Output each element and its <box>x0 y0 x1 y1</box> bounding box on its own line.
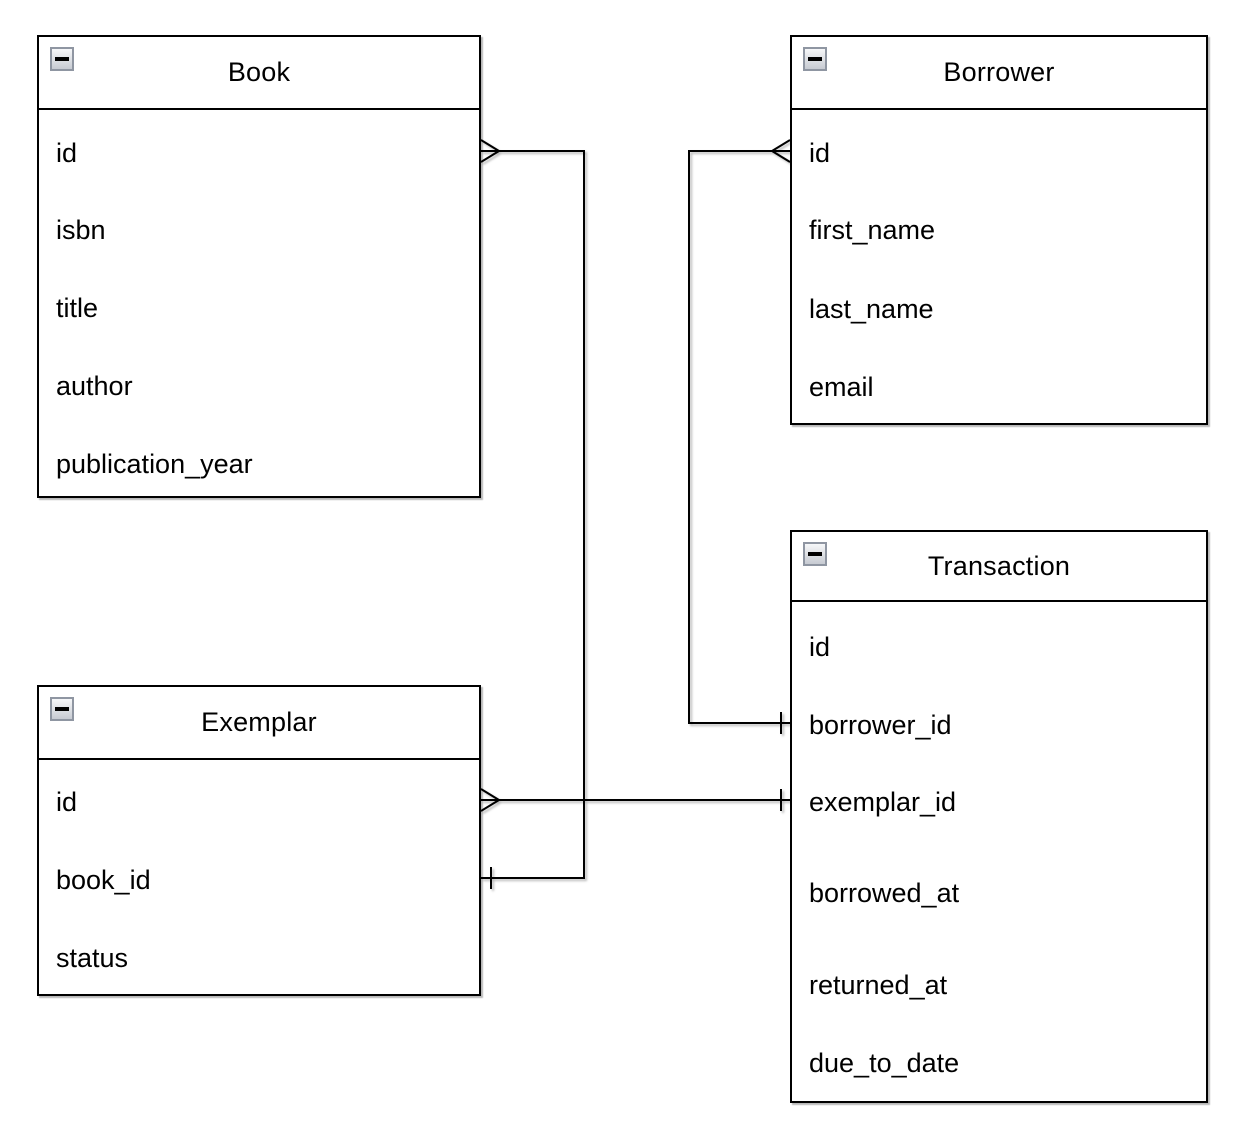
entity-transaction[interactable]: Transaction id borrower_id exemplar_id b… <box>790 530 1208 1103</box>
entity-exemplar-title: Exemplar <box>201 707 317 737</box>
entity-book-header[interactable]: Book <box>39 37 479 110</box>
field-row-exemplar-status[interactable]: status <box>56 943 129 973</box>
entity-book-title: Book <box>227 57 291 87</box>
entity-transaction-header[interactable]: Transaction <box>792 532 1206 602</box>
field-row-transaction-borrowed-at[interactable]: borrowed_at <box>809 878 960 908</box>
collapse-minus-icon[interactable] <box>50 697 74 721</box>
field-row-borrower-last-name[interactable]: last_name <box>809 294 934 324</box>
crows-foot-many-icon <box>771 139 791 163</box>
relationship-borrower-transaction[interactable] <box>688 139 791 734</box>
collapse-minus-icon[interactable] <box>50 47 74 71</box>
entity-borrower-title: Borrower <box>943 57 1055 87</box>
minus-glyph <box>55 707 69 711</box>
collapse-minus-icon[interactable] <box>803 47 827 71</box>
crows-foot-many-icon <box>480 788 500 812</box>
relationship-line[interactable] <box>481 150 585 879</box>
minus-glyph <box>55 57 69 61</box>
field-row-exemplar-book-id[interactable]: book_id <box>56 865 151 895</box>
field-row-transaction-returned-at[interactable]: returned_at <box>809 970 948 1000</box>
crows-foot-many-icon <box>480 139 500 163</box>
relationship-book-exemplar[interactable] <box>480 139 585 889</box>
entity-book[interactable]: Book id isbn title author publication_ye… <box>37 35 481 498</box>
relationship-line[interactable] <box>688 150 790 724</box>
field-row-transaction-due-to-date[interactable]: due_to_date <box>809 1048 960 1078</box>
field-row-book-id[interactable]: id <box>56 138 78 168</box>
field-row-exemplar-id[interactable]: id <box>56 787 78 817</box>
field-row-transaction-exemplar-id[interactable]: exemplar_id <box>809 787 957 817</box>
field-row-book-author[interactable]: author <box>56 371 133 401</box>
entity-exemplar[interactable]: Exemplar id book_id status <box>37 685 481 996</box>
field-row-borrower-email[interactable]: email <box>809 372 874 402</box>
collapse-minus-icon[interactable] <box>803 542 827 566</box>
entity-borrower-header[interactable]: Borrower <box>792 37 1206 110</box>
field-row-book-title[interactable]: title <box>56 293 99 323</box>
relationship-exemplar-transaction[interactable] <box>480 788 790 812</box>
field-row-borrower-first-name[interactable]: first_name <box>809 215 936 245</box>
field-row-book-publication-year[interactable]: publication_year <box>56 449 253 479</box>
entity-borrower[interactable]: Borrower id first_name last_name email <box>790 35 1208 425</box>
field-row-transaction-id[interactable]: id <box>809 632 831 662</box>
minus-glyph <box>808 552 822 556</box>
minus-glyph <box>808 57 822 61</box>
field-row-transaction-borrower-id[interactable]: borrower_id <box>809 710 952 740</box>
entity-transaction-title: Transaction <box>927 550 1071 581</box>
field-row-borrower-id[interactable]: id <box>809 138 831 168</box>
entity-exemplar-header[interactable]: Exemplar <box>39 687 479 760</box>
field-row-book-isbn[interactable]: isbn <box>56 215 106 245</box>
